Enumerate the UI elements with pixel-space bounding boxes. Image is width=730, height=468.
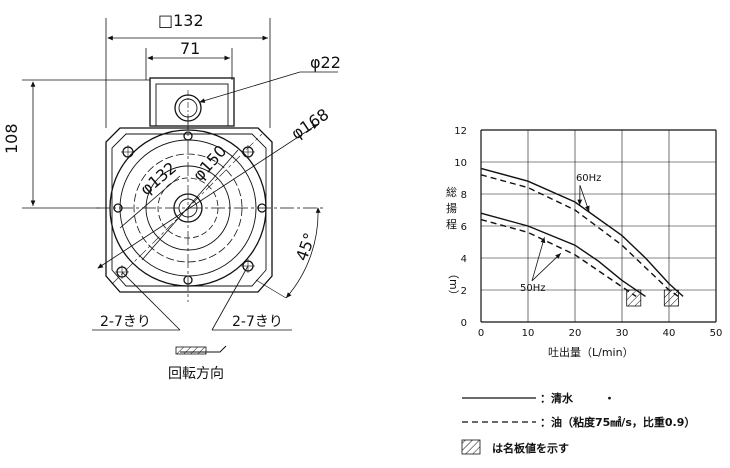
y-tick-label: 8 [461, 190, 467, 201]
rotation-direction-label: 回転方向 [168, 366, 224, 382]
dim-45deg: 45° [292, 230, 320, 263]
x-tick-label: 10 [522, 328, 535, 339]
dim-71: 71 [180, 39, 200, 58]
legend: ：清水 ・ ：油（粘度75㎟/s，比重0.9） は名板値を示す [461, 391, 695, 455]
legend-dashed-label: ：油（粘度75㎟/s，比重0.9） [540, 415, 695, 429]
y-tick-label: 12 [454, 126, 467, 137]
dim-phi168: φ168 [288, 105, 333, 144]
series-line-50hz-dashed [480, 218, 637, 297]
y-axis-label-char-3: 程 [446, 218, 457, 231]
annotation-50hz: 50Hz [520, 283, 546, 294]
annotation-50hz-arrow-b [531, 252, 562, 282]
y-axis-label-char-1: 総 [446, 185, 457, 199]
motor-outline-drawing [22, 18, 338, 355]
legend-hatch-label: は名板値を示す [492, 441, 569, 455]
series-line-60hz-dashed [480, 174, 679, 297]
annotation-50hz-arrow-a [531, 237, 546, 281]
dim-phi132: φ132 [136, 158, 180, 199]
legend-hatch-swatch [461, 439, 481, 455]
y-tick-label: 2 [461, 286, 467, 297]
y-tick-label: 10 [454, 158, 467, 169]
hole-label-right: 2-7きり [232, 314, 283, 330]
legend-solid-label: ：清水 [540, 391, 574, 405]
x-axis-label: 吐出量（L/min） [548, 345, 634, 359]
annotation-60hz-arrow-b [579, 185, 590, 212]
legend-solid-mark: ・ [604, 392, 615, 405]
x-tick-label: 0 [478, 328, 484, 339]
pump-performance-chart: 0 10 20 30 40 50 0 2 4 6 8 10 12 60Hz 50Hz [454, 126, 722, 339]
y-axis-label-char-2: 揚 [446, 202, 457, 215]
y-tick-label: 6 [461, 222, 467, 233]
annotation-60hz: 60Hz [576, 173, 602, 184]
series-line-60hz-solid [480, 167, 684, 297]
dim-phi150: φ150 [189, 141, 231, 184]
series-line-50hz-solid [480, 212, 646, 297]
rating-box [663, 289, 679, 307]
x-tick-label: 20 [569, 328, 582, 339]
dim-108: 108 [2, 123, 21, 154]
x-tick-label: 30 [616, 328, 629, 339]
dim-phi22: φ22 [310, 53, 341, 72]
x-tick-label: 50 [710, 328, 723, 339]
hole-label-left: 2-7きり [100, 314, 151, 330]
y-tick-label: 4 [461, 254, 467, 265]
x-tick-label: 40 [663, 328, 676, 339]
y-axis-unit: （m） [447, 268, 460, 301]
y-tick-label: 0 [461, 318, 467, 329]
dim-square-132: □132 [158, 11, 204, 30]
rating-box [626, 289, 642, 307]
